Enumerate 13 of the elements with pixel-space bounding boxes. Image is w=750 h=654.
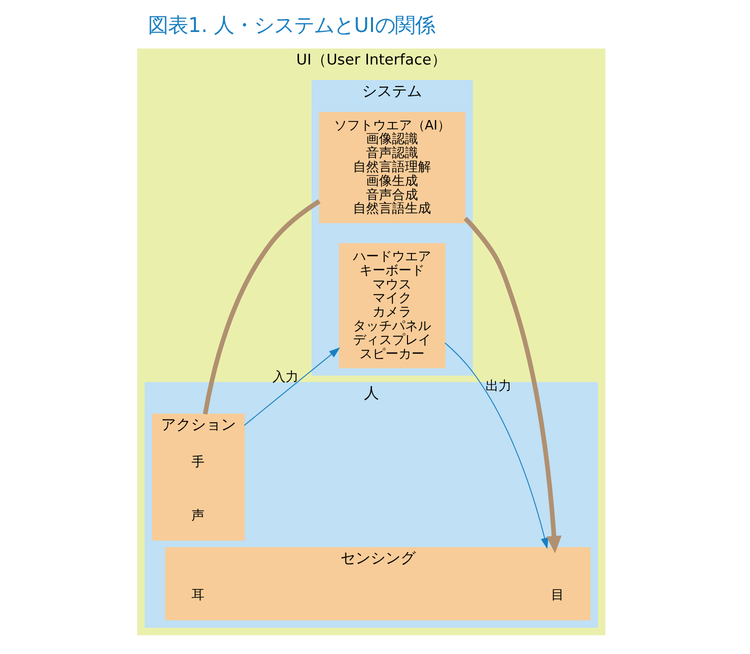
node-text: 目 (551, 588, 564, 604)
arrow (244, 347, 340, 426)
node-text: 手 (191, 454, 204, 470)
node-text: 耳 (191, 588, 204, 604)
edge-label: 出力 (486, 379, 512, 394)
diagram-title: 図表1. 人・システムとUIの関係 (148, 12, 435, 37)
arrow (464, 216, 562, 554)
node-box: ソフトウエア（AI） 画像認識 音声認識 自然言語理解 画像生成 音声合成 自然言語生成 (318, 112, 466, 224)
arrow (444, 342, 548, 549)
node-box: ハードウエア キーボード マウス マイク カメラ タッチパネル ディスプレイ スピーカー (338, 243, 446, 368)
connector (202, 199, 321, 415)
edge-label: 入力 (272, 370, 299, 385)
node-text: 声 (191, 508, 204, 524)
